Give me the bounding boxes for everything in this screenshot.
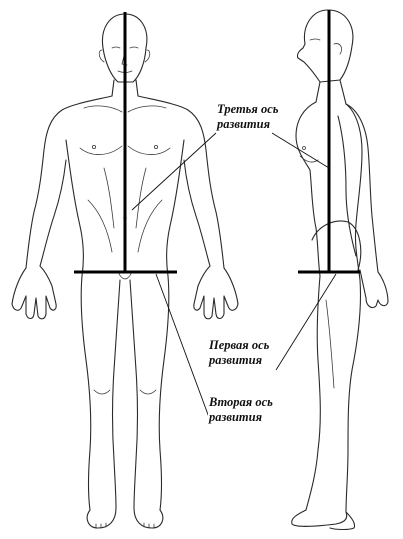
side-figure	[292, 10, 388, 530]
third-axis-label-line2: развития	[217, 117, 278, 132]
second-axis-label-line1: Вторая ось	[209, 395, 273, 410]
first-axis-label: Первая ось развития	[208, 338, 270, 368]
second-axis-label: Вторая ось развития	[208, 395, 274, 425]
third-axis-label-line1: Третья ось	[217, 102, 278, 117]
pointer-second-axis	[156, 274, 210, 420]
second-axis-label-line2: развития	[209, 410, 273, 425]
first-axis-label-line1: Первая ось	[209, 338, 269, 353]
first-axis-label-line2: развития	[209, 353, 269, 368]
pointer-third-axis-side	[272, 133, 329, 168]
pointer-first-axis	[276, 274, 336, 370]
third-axis-label: Третья ось развития	[216, 102, 279, 132]
pointer-third-axis-front	[132, 133, 216, 210]
